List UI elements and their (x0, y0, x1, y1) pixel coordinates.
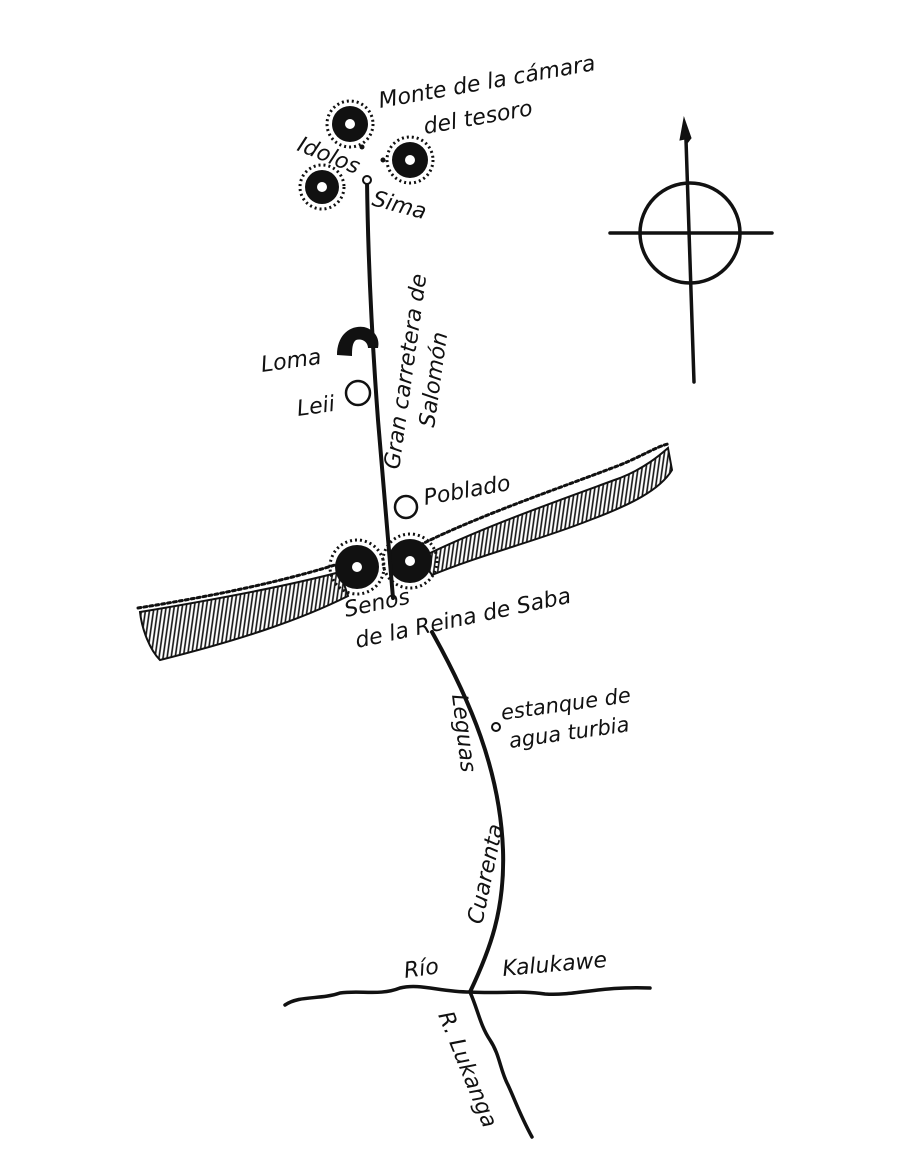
label-loma: Loma (259, 345, 323, 378)
forty-leagues-route (430, 630, 506, 994)
label-senos: Senos (342, 585, 412, 623)
label-poblado: Poblado (422, 471, 513, 511)
sima-marker (362, 175, 372, 185)
estanque-marker (491, 722, 501, 732)
compass-rose-north-arrow-icon (608, 116, 774, 384)
kalukawe-river (283, 984, 652, 1007)
solomons-road (365, 178, 395, 600)
label-lukanga: R. Lukanga (432, 1008, 501, 1131)
poblado-marker (393, 494, 419, 520)
loma-hill (337, 326, 379, 356)
northern-peaks (298, 99, 435, 211)
mountain-range-west (136, 563, 350, 662)
senos-peaks (328, 532, 439, 596)
mountain-range-east (418, 442, 674, 577)
label-sima: Sima (369, 187, 429, 225)
lukanga-river (468, 990, 534, 1139)
label-rio: Río (402, 954, 440, 984)
label-leguas: Leguas (446, 693, 480, 774)
label-leii: Leii (295, 392, 336, 422)
leii-marker (344, 379, 372, 407)
label-kalukawe: Kalukawe (501, 948, 608, 982)
